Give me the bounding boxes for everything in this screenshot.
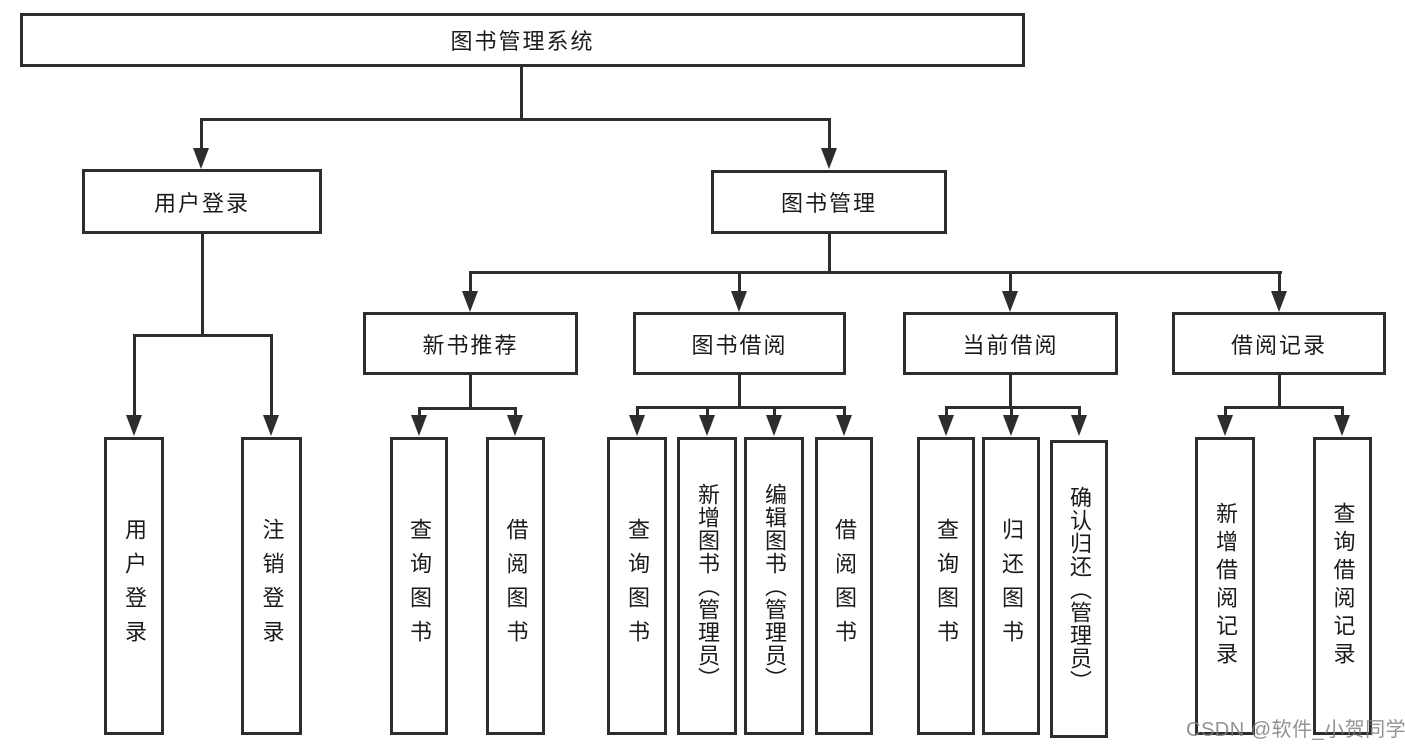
node-leaf-edit-books-admin-label: 编辑图书（管理员） xyxy=(762,482,787,690)
connector-to-user-login xyxy=(200,118,203,150)
connector-current-borrow-stem xyxy=(1009,375,1012,408)
arrowhead-user-login xyxy=(193,148,209,169)
watermark: CSDN @软件_小贺同学 xyxy=(1186,719,1405,741)
node-leaf-query-books-1: 查询图书 xyxy=(390,437,448,735)
connector-to-new-book xyxy=(469,271,472,293)
connector-to-leaf-borrow-books-2 xyxy=(843,406,846,418)
connector-level3-rail xyxy=(469,271,1282,274)
connector-borrow-records-rail xyxy=(1224,406,1343,409)
node-leaf-query-borrow-record-label: 查询借阅记录 xyxy=(1330,502,1356,670)
arrowhead-current-borrow xyxy=(1002,291,1018,312)
node-root: 图书管理系统 xyxy=(20,13,1025,67)
connector-to-leaf-return-books xyxy=(1010,406,1013,418)
arrowhead-new-book xyxy=(462,291,478,312)
connector-to-book-borrow xyxy=(738,271,741,293)
node-leaf-borrow-books-1: 借阅图书 xyxy=(486,437,545,735)
node-borrow-records-label: 借阅记录 xyxy=(1230,332,1327,358)
node-leaf-logout-label: 注销登录 xyxy=(259,518,285,654)
connector-to-leaf-borrow-books-1 xyxy=(514,407,517,418)
node-current-borrow: 当前借阅 xyxy=(903,312,1118,375)
arrowhead-leaf-borrow-books-1 xyxy=(507,415,523,436)
connector-new-book-stem xyxy=(469,375,472,409)
node-book-management-branch-label: 图书管理 xyxy=(780,191,877,216)
node-book-borrow-label: 图书借阅 xyxy=(691,332,788,358)
node-leaf-query-books-1-label: 查询图书 xyxy=(407,518,432,654)
connector-to-book-management xyxy=(828,118,831,150)
node-leaf-query-books-3: 查询图书 xyxy=(917,437,975,735)
node-leaf-borrow-books-2-label: 借阅图书 xyxy=(832,518,857,654)
connector-to-leaf-query-record xyxy=(1341,406,1344,418)
node-user-login-branch-label: 用户登录 xyxy=(153,190,250,216)
connector-new-book-rail xyxy=(418,407,517,410)
arrowhead-leaf-user-login xyxy=(126,415,142,436)
node-leaf-return-books-label: 归还图书 xyxy=(999,518,1024,654)
connector-to-leaf-confirm-return xyxy=(1078,406,1081,418)
node-leaf-add-books-admin-label: 新增图书（管理员） xyxy=(695,482,720,690)
arrowhead-leaf-add-books xyxy=(699,415,715,436)
arrowhead-leaf-add-record xyxy=(1217,415,1233,436)
node-new-book-recommend: 新书推荐 xyxy=(363,312,578,375)
connector-to-leaf-query-books-2 xyxy=(636,406,639,418)
arrowhead-book-borrow xyxy=(731,291,747,312)
node-borrow-records: 借阅记录 xyxy=(1172,312,1386,375)
node-root-label: 图书管理系统 xyxy=(450,29,595,54)
arrowhead-leaf-query-books-3 xyxy=(938,415,954,436)
node-leaf-query-borrow-record: 查询借阅记录 xyxy=(1313,437,1372,735)
node-leaf-add-borrow-record-label: 新增借阅记录 xyxy=(1213,502,1238,670)
node-leaf-borrow-books-2: 借阅图书 xyxy=(815,437,873,735)
arrowhead-borrow-records xyxy=(1271,291,1287,312)
connector-to-leaf-user-login xyxy=(133,334,136,418)
arrowhead-leaf-query-books-2 xyxy=(629,415,645,436)
node-leaf-confirm-return-admin: 确认归还（管理员） xyxy=(1050,440,1108,738)
node-book-borrow: 图书借阅 xyxy=(633,312,846,375)
connector-level2-rail xyxy=(200,118,830,121)
node-current-borrow-label: 当前借阅 xyxy=(962,332,1059,358)
connector-to-leaf-query-books-1 xyxy=(418,407,421,418)
node-book-management-branch: 图书管理 xyxy=(711,170,947,234)
connector-to-leaf-logout xyxy=(270,334,273,418)
connector-to-leaf-query-books-3 xyxy=(945,406,948,418)
arrowhead-book-management xyxy=(821,148,837,169)
node-leaf-query-books-2-label: 查询图书 xyxy=(625,518,650,654)
connector-to-borrow-records xyxy=(1278,271,1281,293)
node-user-login-branch: 用户登录 xyxy=(82,169,322,234)
connector-to-leaf-add-books xyxy=(706,406,709,418)
connector-user-login-stem xyxy=(201,234,204,336)
connector-to-leaf-add-record xyxy=(1224,406,1227,418)
connector-borrow-records-stem xyxy=(1278,375,1281,408)
node-leaf-return-books: 归还图书 xyxy=(982,437,1040,735)
node-leaf-add-borrow-record: 新增借阅记录 xyxy=(1195,437,1255,735)
node-leaf-edit-books-admin: 编辑图书（管理员） xyxy=(744,437,804,735)
arrowhead-leaf-query-books-1 xyxy=(411,415,427,436)
node-new-book-recommend-label: 新书推荐 xyxy=(422,332,519,358)
node-leaf-borrow-books-1-label: 借阅图书 xyxy=(503,518,529,654)
connector-book-borrow-stem xyxy=(738,375,741,408)
connector-book-borrow-rail xyxy=(636,406,845,409)
arrowhead-leaf-return-books xyxy=(1003,415,1019,436)
node-leaf-user-login: 用户登录 xyxy=(104,437,164,735)
arrowhead-leaf-query-record xyxy=(1334,415,1350,436)
node-leaf-user-login-label: 用户登录 xyxy=(122,518,147,654)
connector-root-stem xyxy=(520,67,523,118)
connector-user-login-rail xyxy=(133,334,273,337)
arrowhead-leaf-confirm-return xyxy=(1071,415,1087,436)
node-leaf-query-books-2: 查询图书 xyxy=(607,437,667,735)
arrowhead-leaf-logout xyxy=(263,415,279,436)
connector-to-current-borrow xyxy=(1009,271,1012,293)
connector-to-leaf-edit-books xyxy=(773,406,776,418)
arrowhead-leaf-borrow-books-2 xyxy=(836,415,852,436)
node-leaf-add-books-admin: 新增图书（管理员） xyxy=(677,437,737,735)
node-leaf-confirm-return-admin-label: 确认归还（管理员） xyxy=(1067,485,1092,693)
arrowhead-leaf-edit-books xyxy=(766,415,782,436)
connector-book-management-stem xyxy=(828,234,831,273)
node-leaf-logout: 注销登录 xyxy=(241,437,302,735)
node-leaf-query-books-3-label: 查询图书 xyxy=(934,518,959,654)
